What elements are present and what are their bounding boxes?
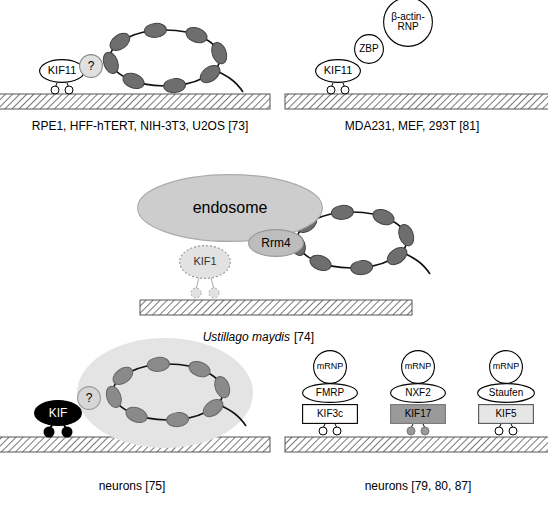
node-label: ZBP	[359, 44, 378, 55]
node-label: KIF5	[495, 409, 516, 420]
node-outline	[490, 351, 523, 384]
node-label: endosome	[193, 200, 268, 217]
node-label: ?	[88, 60, 95, 73]
node-label: KIF3c	[317, 409, 343, 420]
node-outline	[314, 351, 347, 384]
panel-caption: RPE1, HFF-hTERT, NIH-3T3, U2OS [73]	[32, 119, 249, 133]
node-outline	[402, 351, 435, 384]
node-outline	[478, 384, 535, 403]
unknown-adaptor: ?	[77, 386, 101, 410]
mrnp-particle: mRNP	[313, 350, 347, 384]
motor-heads	[191, 278, 219, 298]
node-label: Rrm4	[261, 237, 290, 250]
motor-protein: KIF17	[390, 404, 446, 424]
polysome	[101, 22, 243, 93]
node-outline	[479, 405, 534, 424]
panel-caption: neurons [79, 80, 87]	[365, 479, 472, 493]
node-label: Staufen	[489, 388, 523, 399]
node-outline	[138, 175, 323, 242]
adaptor-protein: Staufen	[477, 383, 535, 403]
node-label: KIF1	[193, 256, 216, 268]
node-outline	[80, 55, 103, 78]
node-outline	[384, 0, 433, 46]
node-label: KIF11	[324, 65, 353, 77]
mrnp-particle: mRNP	[489, 350, 523, 384]
adaptor-protein: NXF2	[390, 383, 446, 403]
node-label: KIF11	[48, 65, 77, 77]
node-outline	[249, 230, 304, 257]
polysome	[104, 356, 246, 427]
adaptor-protein: FMRP	[302, 383, 358, 403]
microtubule	[140, 300, 412, 315]
panel-caption: neurons [75]	[99, 479, 166, 493]
endosome: endosome	[137, 174, 323, 242]
node-label: FMRP	[316, 388, 344, 399]
node-label: KIF17	[405, 409, 432, 420]
node-outline	[391, 384, 446, 403]
mrnp-particle: mRNP	[401, 350, 435, 384]
rnp-particle: β-actin-RNP	[383, 0, 433, 47]
node-outline	[180, 246, 231, 279]
node-outline	[355, 35, 384, 64]
microtubule	[285, 94, 548, 109]
unknown-adaptor: ?	[79, 54, 103, 78]
motor-protein: KIF5	[478, 404, 534, 424]
node-outline	[303, 405, 358, 424]
microtubule	[285, 437, 548, 452]
motor-protein: KIF3c	[302, 404, 358, 424]
panel-caption: MDA231, MEF, 293T [81]	[345, 119, 480, 133]
node-label: ?	[86, 392, 93, 405]
motor-heads	[51, 83, 349, 94]
node-outline	[78, 387, 101, 410]
adaptor-protein: Rrm4	[248, 229, 304, 257]
microtubule	[0, 94, 270, 109]
node-label: KIF	[49, 407, 68, 420]
node-outline	[391, 405, 446, 424]
node-outline	[303, 384, 358, 403]
species-name: Ustillago maydis	[203, 330, 290, 344]
node-outline	[40, 60, 85, 83]
rna-granule	[77, 338, 253, 448]
node-label: mRNP	[493, 362, 520, 371]
node-label: mRNP	[405, 362, 432, 371]
reference-number: [74]	[294, 330, 314, 344]
motor-protein: KIF1	[179, 245, 231, 279]
node-outline	[316, 60, 361, 83]
adaptor-protein: ZBP	[354, 34, 384, 64]
node-outline	[35, 401, 82, 426]
motor-protein: KIF11	[315, 59, 361, 83]
motor-protein: KIF11	[39, 59, 85, 83]
motor-protein: KIF	[34, 400, 82, 426]
motor-heads	[319, 424, 517, 435]
node-label: mRNP	[317, 362, 344, 371]
node-label: β-actin-RNP	[385, 12, 431, 33]
node-label: NXF2	[405, 388, 431, 399]
motor-heads	[45, 425, 72, 437]
